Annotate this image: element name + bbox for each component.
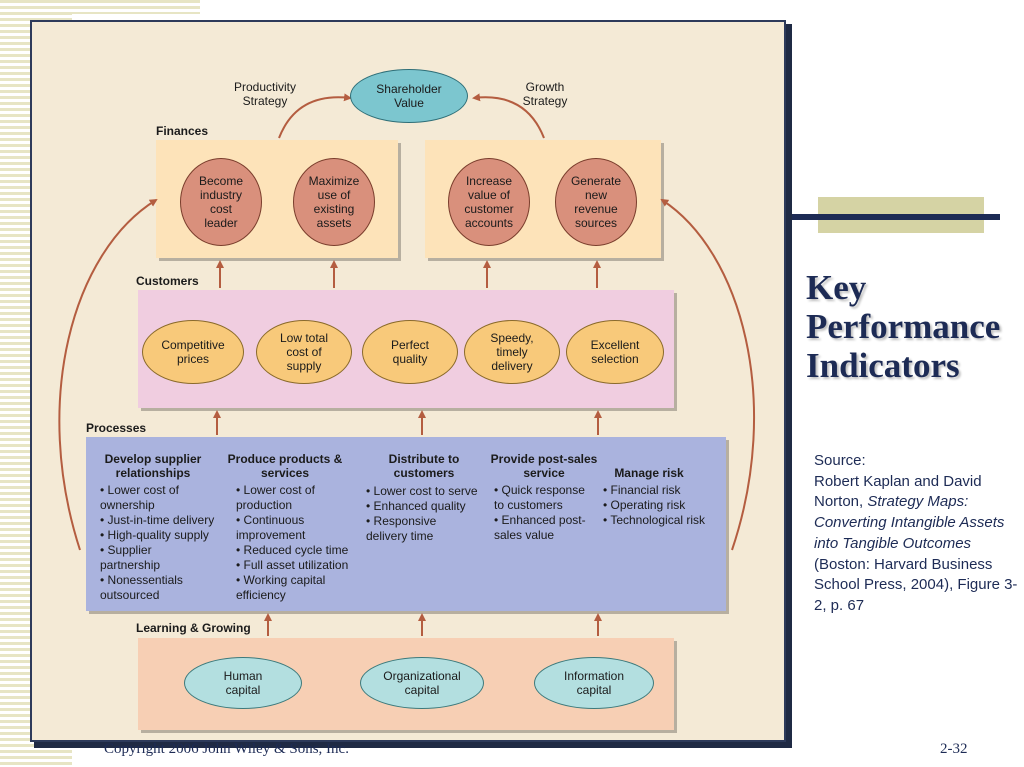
process-bullets-produce: • Lower cost of production • Continuous … xyxy=(236,483,349,602)
source-text: Robert Kaplan and David Norton, Strategy… xyxy=(814,472,1019,617)
process-title-produce: Produce products & services xyxy=(227,452,343,480)
slide-title-line-1: Key xyxy=(806,268,867,307)
arrow-right-loop xyxy=(660,198,755,551)
slide-title-line-3: Indicators xyxy=(806,346,960,385)
arrow-left-loop xyxy=(58,198,158,551)
source-authors: Robert Kaplan and David Norton, xyxy=(814,472,982,511)
learning-oval-information-capital: Information capital xyxy=(534,657,654,709)
accent-bar-line xyxy=(786,214,1000,220)
customers-label: Customers xyxy=(136,274,199,288)
slide-title-line-2: Performance xyxy=(806,307,1001,346)
process-title-post-sales: Provide post-sales service xyxy=(490,452,598,480)
customer-oval-excellent-selection: Excellent selection xyxy=(566,320,664,384)
learning-oval-organizational-capital: Organizational capital xyxy=(360,657,484,709)
growth-strategy-label: Growth Strategy xyxy=(522,80,568,108)
copyright-text: Copyright 2006 John Wiley & Sons, Inc. xyxy=(104,741,349,757)
process-title-supplier: Develop supplier relationships xyxy=(104,452,202,480)
process-bullets-risk: • Financial risk • Operating risk • Tech… xyxy=(603,483,706,527)
learning-growing-label: Learning & Growing xyxy=(136,621,251,635)
customer-oval-speedy-delivery: Speedy, timely delivery xyxy=(464,320,560,384)
finance-oval-new-revenue: Generate new revenue sources xyxy=(555,158,637,246)
process-bullets-distribute: • Lower cost to serve • Enhanced quality… xyxy=(366,484,478,543)
finance-oval-customer-value: Increase value of customer accounts xyxy=(448,158,530,246)
source-publisher: (Boston: Harvard Business School Press, … xyxy=(814,555,1018,614)
process-bullets-supplier: • Lower cost of ownership • Just-in-time… xyxy=(100,483,215,602)
processes-label: Processes xyxy=(86,421,147,435)
process-title-distribute: Distribute to customers xyxy=(388,452,460,480)
finances-label: Finances xyxy=(156,124,209,138)
shareholder-value-oval: Shareholder Value xyxy=(350,69,468,123)
learning-oval-human-capital: Human capital xyxy=(184,657,302,709)
strategy-map-figure: Shareholder Value Productivity Strategy … xyxy=(30,20,786,742)
process-bullets-post-sales: • Quick response to customers • Enhanced… xyxy=(494,483,586,542)
slide-title: Key Performance Indicators xyxy=(806,268,1000,385)
source-citation: Source: Robert Kaplan and David Norton, … xyxy=(814,451,1019,617)
arrow-growth-to-shareholder xyxy=(472,93,545,139)
finance-oval-maximize-assets: Maximize use of existing assets xyxy=(293,158,375,246)
slide-decoration-stripes-top xyxy=(0,0,200,14)
arrow-productivity-to-shareholder xyxy=(278,93,352,139)
source-label: Source: xyxy=(814,452,866,469)
customer-oval-competitive-prices: Competitive prices xyxy=(142,320,244,384)
finance-oval-cost-leader: Become industry cost leader xyxy=(180,158,262,246)
processes-box xyxy=(86,437,726,611)
source-book-title: Strategy Maps: Converting Intangible Ass… xyxy=(814,493,1005,552)
customer-oval-perfect-quality: Perfect quality xyxy=(362,320,458,384)
productivity-strategy-label: Productivity Strategy xyxy=(233,80,297,108)
page-number: 2-32 xyxy=(940,741,968,757)
customer-oval-low-total-cost: Low total cost of supply xyxy=(256,320,352,384)
process-title-risk: Manage risk xyxy=(614,466,684,480)
arrows-layer xyxy=(58,93,755,636)
